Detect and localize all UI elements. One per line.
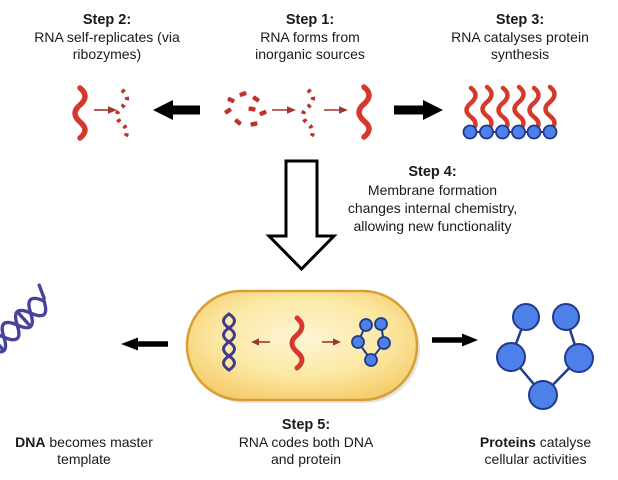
transform-arrow-icon [94,106,117,114]
flow-arrow-left-icon [153,100,200,120]
step5-desc-line1: RNA codes both DNA [238,434,374,450]
step2-heading: Step 2: RNA self-replicates (via ribozym… [7,12,207,63]
step5-desc-line2: and protein [270,451,342,467]
protein-cluster-icon [496,303,594,410]
step3-title: Step 3: [495,12,545,28]
step3-heading: Step 3: RNA catalyses protein synthesis [418,12,618,63]
dna-caption-bold: DNA [15,434,46,450]
ribosome-chain-icon [462,84,558,140]
dna-caption-line2: template [57,450,111,467]
rna-strand-icon [289,315,305,371]
flow-arrow-left-icon [121,337,168,351]
proteins-caption-bold: Proteins [479,434,536,450]
step1-title: Step 1: [285,12,335,28]
step5-heading: Step 5: RNA codes both DNA and protein [204,417,408,468]
transform-arrow-icon [322,338,341,346]
step2-title: Step 2: [82,12,132,28]
rna-template-icon [300,88,316,142]
step4-desc-line3: allowing new functionality [353,218,512,234]
transform-arrow-icon [324,106,348,114]
step1-desc-line2: inorganic sources [255,46,365,62]
step4-title: Step 4: [408,164,457,180]
step4-heading: Step 4: Membrane formation changes inter… [330,163,535,235]
proteins-caption-line1: Proteins catalyse [453,434,618,451]
dna-helix-icon [0,283,48,402]
dna-helix-small-icon [222,312,236,372]
step4-desc-line2: changes internal chemistry, [347,200,518,216]
nucleotides-icon [224,91,267,127]
dna-caption-line1: DNA becomes master [3,434,165,451]
transform-arrow-icon [251,338,270,346]
step4-desc-line1: Membrane formation [367,182,498,198]
step3-desc-line1: RNA catalyses protein [451,29,589,45]
rna-template-icon [114,88,130,142]
step4-down-arrow-icon [265,159,338,272]
step1-desc-line1: RNA forms from [260,29,360,45]
step2-desc-line1: RNA self-replicates (via [34,29,180,45]
flow-arrow-right-icon [394,100,443,120]
proteins-caption-line2: cellular activities [484,450,587,467]
proteins-caption: Proteins catalyse cellular activities [453,434,618,467]
protein-cluster-small-icon [351,317,391,367]
step3-desc-line2: synthesis [490,46,550,62]
step1-heading: Step 1: RNA forms from inorganic sources [220,12,400,63]
step2-desc-line2: ribozymes) [72,46,142,62]
step5-title: Step 5: [281,417,331,433]
dna-caption: DNA becomes master template [3,434,165,467]
dna-caption-rest: becomes master [45,434,153,450]
rna-strand-icon [356,84,372,140]
proteins-caption-rest: catalyse [535,434,592,450]
flow-arrow-right-icon [432,333,478,347]
transform-arrow-icon [272,106,296,114]
rna-strand-icon [72,85,88,141]
